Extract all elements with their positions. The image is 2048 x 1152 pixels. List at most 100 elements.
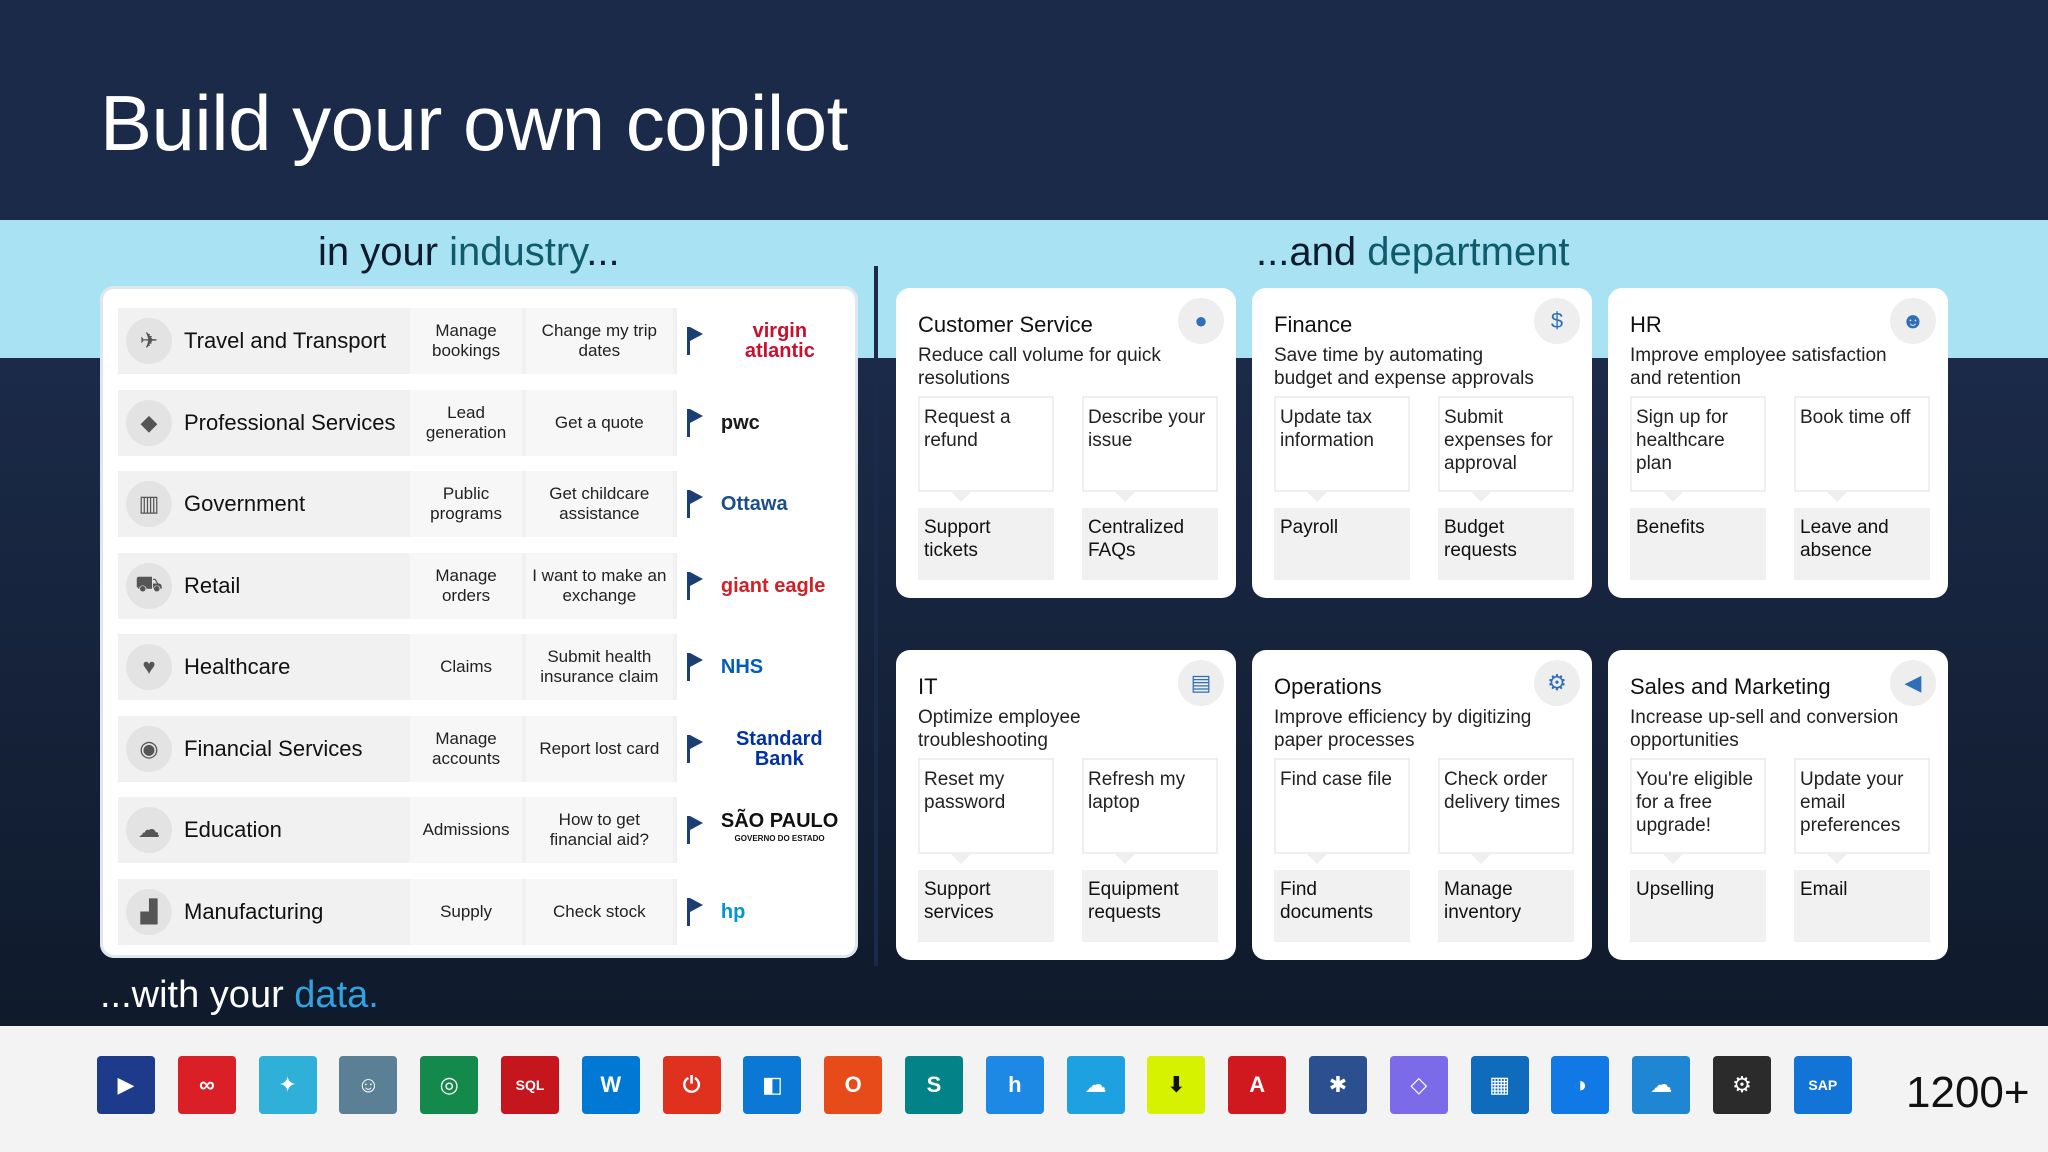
- industry-name-cell: ◉ Financial Services: [118, 715, 407, 782]
- industry-question[interactable]: Get a quote: [525, 389, 673, 456]
- customer-logo-text: pwc: [720, 411, 760, 434]
- sharepoint-icon[interactable]: S: [905, 1056, 963, 1114]
- topic-label[interactable]: Payroll: [1274, 508, 1410, 580]
- office-icon[interactable]: O: [824, 1056, 883, 1114]
- industry-question[interactable]: Report lost card: [525, 715, 673, 782]
- gears-icon: ⚙: [1534, 660, 1580, 706]
- power-icon[interactable]: ⏻: [662, 1056, 721, 1114]
- industry-heading: in your industry...: [318, 230, 620, 274]
- industry-question[interactable]: Check stock: [525, 878, 673, 945]
- industry-topic[interactable]: Lead generation: [410, 389, 522, 456]
- industry-topic[interactable]: Manage orders: [410, 552, 522, 619]
- topic-label[interactable]: Leave and absence: [1794, 508, 1930, 580]
- acrobat-icon[interactable]: A: [1228, 1056, 1287, 1114]
- industry-name-cell: ▟Manufacturing: [118, 878, 407, 945]
- industry-topic[interactable]: Public programs: [410, 471, 522, 537]
- example-question[interactable]: Request a refund: [918, 396, 1054, 502]
- topic-label[interactable]: Support services: [918, 870, 1054, 942]
- topic-label[interactable]: Email: [1794, 870, 1930, 942]
- example-question[interactable]: Check order delivery times: [1438, 758, 1574, 864]
- azure-devops-icon[interactable]: ◧: [743, 1056, 802, 1114]
- industry-question[interactable]: Submit health insurance claim: [525, 634, 673, 700]
- example-question[interactable]: Update tax information: [1274, 396, 1410, 502]
- example-question[interactable]: Reset my password: [918, 758, 1054, 864]
- industry-name: Financial Services: [184, 735, 363, 761]
- data-heading: ...with your data.: [100, 974, 379, 1016]
- industry-question[interactable]: I want to make an exchange: [525, 552, 673, 619]
- sap-icon[interactable]: SAP: [1793, 1056, 1852, 1114]
- dynamics-icon[interactable]: ▶: [97, 1056, 155, 1114]
- people-icon: ☻: [1890, 298, 1936, 344]
- industry-name-cell: ▥Government: [118, 471, 407, 537]
- jira-icon[interactable]: ✱: [1309, 1056, 1367, 1114]
- industry-topic[interactable]: Claims: [410, 634, 522, 700]
- example-question[interactable]: You're eligible for a free upgrade!: [1630, 758, 1766, 864]
- topic-label[interactable]: Centralized FAQs: [1082, 508, 1218, 580]
- industry-question[interactable]: How to get financial aid?: [525, 797, 673, 863]
- industry-customer-logo: Standard Bank: [676, 715, 840, 782]
- department-card[interactable]: HR☻Improve employee satisfaction and ret…: [1608, 288, 1948, 598]
- salesforce-icon[interactable]: ☁: [1066, 1056, 1125, 1114]
- department-card[interactable]: Sales and Marketing◀Increase up-sell and…: [1608, 650, 1948, 960]
- industry-name-cell: ♥Healthcare: [118, 634, 407, 700]
- person-chat-icon[interactable]: ◑: [1551, 1056, 1610, 1114]
- industry-customer-logo: Ottawa: [676, 471, 840, 537]
- example-question[interactable]: Submit expenses for approval: [1438, 396, 1574, 502]
- flag-icon: [686, 653, 703, 681]
- example-question[interactable]: Book time off: [1794, 396, 1930, 502]
- example-question[interactable]: Refresh my laptop: [1082, 758, 1218, 864]
- wordpress-icon[interactable]: W: [581, 1056, 640, 1114]
- example-question[interactable]: Find case file: [1274, 758, 1410, 864]
- topic-label[interactable]: Find documents: [1274, 870, 1410, 942]
- h-icon[interactable]: h: [985, 1056, 1044, 1114]
- sql-server-icon[interactable]: SQL: [501, 1056, 559, 1114]
- topic-label[interactable]: Support tickets: [918, 508, 1054, 580]
- download-icon[interactable]: ⬇: [1147, 1056, 1206, 1114]
- topic-label[interactable]: Equipment requests: [1082, 870, 1218, 942]
- industry-name: Professional Services: [184, 409, 396, 435]
- industry-question[interactable]: Get childcare assistance: [525, 471, 673, 537]
- chart-dollar-icon: $: [1534, 298, 1580, 344]
- industry-topic[interactable]: Manage accounts: [410, 715, 522, 782]
- flag-icon: [686, 897, 703, 926]
- github-icon[interactable]: ⚙: [1713, 1056, 1771, 1114]
- industry-topic[interactable]: Supply: [410, 878, 522, 945]
- industry-name: Government: [184, 491, 306, 516]
- industry-topic[interactable]: Manage bookings: [410, 308, 522, 374]
- example-question[interactable]: Sign up for healthcare plan: [1630, 396, 1766, 502]
- planner-icon[interactable]: ◇: [1389, 1056, 1448, 1114]
- creative-cloud-icon[interactable]: ∞: [177, 1056, 236, 1114]
- topic-label[interactable]: Benefits: [1630, 508, 1766, 580]
- onedrive-icon[interactable]: ☁: [1632, 1056, 1691, 1114]
- example-question[interactable]: Describe your issue: [1082, 396, 1218, 502]
- customer-logo-text: Standard Bank: [735, 727, 823, 770]
- department-card[interactable]: Customer Service●Reduce call volume for …: [896, 288, 1236, 598]
- mailchimp-icon[interactable]: ☺: [339, 1056, 398, 1114]
- industry-topic[interactable]: Admissions: [410, 797, 522, 863]
- dynamics-green-icon[interactable]: ◎: [420, 1056, 479, 1114]
- department-card[interactable]: Operations⚙Improve efficiency by digitiz…: [1252, 650, 1592, 960]
- department-title: Customer Service: [918, 312, 1093, 337]
- customer-logo-text: giant eagle: [720, 574, 826, 597]
- example-question[interactable]: Update your email preferences: [1794, 758, 1930, 864]
- dataverse-icon[interactable]: ✦: [258, 1056, 317, 1114]
- department-card[interactable]: Finance$Save time by automating budget a…: [1252, 288, 1592, 598]
- topic-label[interactable]: Upselling: [1630, 870, 1766, 942]
- industry-question[interactable]: Change my trip dates: [525, 308, 673, 374]
- industry-customer-logo: hp: [676, 878, 840, 945]
- topic-label[interactable]: Budget requests: [1438, 508, 1574, 580]
- outlook-icon[interactable]: ▦: [1470, 1056, 1529, 1114]
- topic-label[interactable]: Manage inventory: [1438, 870, 1574, 942]
- coin-icon: ◉: [126, 725, 172, 772]
